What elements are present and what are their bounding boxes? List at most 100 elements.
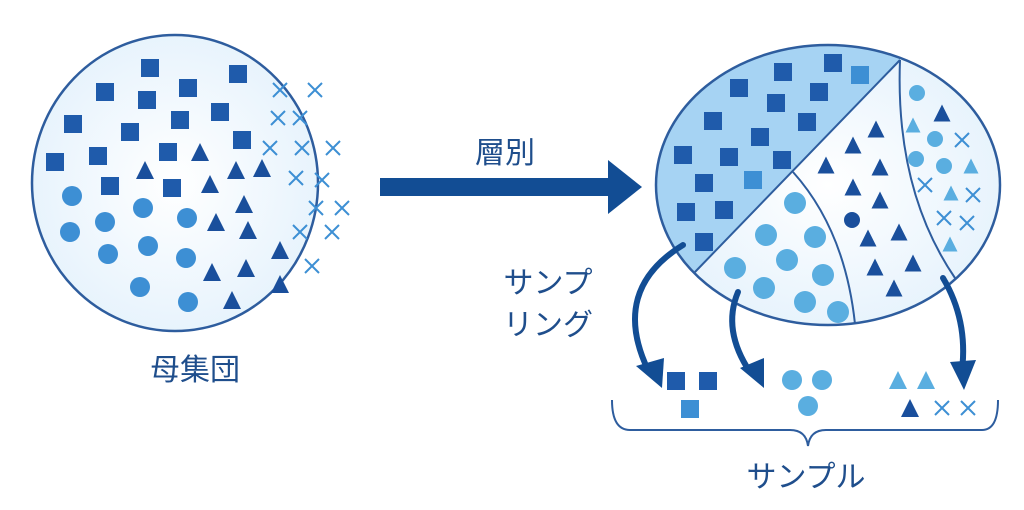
square-marker bbox=[824, 54, 842, 72]
circle-marker bbox=[909, 85, 925, 101]
stratum-divider bbox=[792, 171, 856, 325]
square-marker bbox=[179, 79, 197, 97]
circle-marker bbox=[936, 158, 952, 174]
cross-marker bbox=[262, 140, 278, 156]
circle-marker bbox=[95, 212, 115, 232]
triangle-marker bbox=[890, 223, 908, 241]
circle-marker bbox=[60, 222, 80, 242]
stratum-divider bbox=[898, 59, 956, 279]
square-marker bbox=[101, 177, 119, 195]
triangle-marker bbox=[901, 399, 919, 417]
triangle-marker bbox=[271, 241, 289, 259]
population-label: 母集団 bbox=[150, 353, 240, 388]
square-marker bbox=[851, 66, 869, 84]
square-marker bbox=[64, 115, 82, 133]
circle-marker bbox=[782, 370, 802, 390]
square-marker bbox=[798, 113, 816, 131]
square-marker bbox=[211, 103, 229, 121]
triangle-marker bbox=[201, 175, 219, 193]
square-marker bbox=[699, 372, 717, 390]
square-marker bbox=[667, 372, 685, 390]
square-marker bbox=[233, 131, 251, 149]
square-marker bbox=[810, 83, 828, 101]
triangle-marker bbox=[844, 136, 862, 154]
circle-marker bbox=[178, 292, 198, 312]
cross-marker bbox=[325, 140, 341, 156]
sampling-label-line2: リング bbox=[503, 308, 593, 343]
triangle-marker bbox=[885, 279, 903, 297]
square-marker bbox=[677, 203, 695, 221]
circle-marker bbox=[755, 224, 777, 246]
square-marker bbox=[89, 147, 107, 165]
square-marker bbox=[774, 63, 792, 81]
square-marker bbox=[96, 83, 114, 101]
square-marker bbox=[46, 153, 64, 171]
circle-marker bbox=[812, 370, 832, 390]
cross-marker bbox=[324, 224, 340, 240]
circle-marker bbox=[908, 151, 924, 167]
cross-marker bbox=[270, 110, 286, 126]
square-marker bbox=[751, 128, 769, 146]
arrowhead bbox=[950, 360, 976, 390]
square-marker bbox=[681, 400, 699, 418]
triangle-marker bbox=[239, 221, 257, 239]
square-marker bbox=[773, 151, 791, 169]
cross-marker bbox=[917, 177, 933, 193]
triangle-marker bbox=[271, 275, 289, 293]
triangle-marker bbox=[871, 191, 889, 209]
sampling-arrows bbox=[632, 242, 967, 375]
cross-marker bbox=[292, 110, 308, 126]
arrowhead bbox=[636, 358, 664, 388]
triangle-marker bbox=[867, 120, 885, 138]
square-marker bbox=[715, 201, 733, 219]
cross-marker bbox=[954, 132, 970, 148]
square-marker bbox=[730, 79, 748, 97]
triangle-marker bbox=[942, 236, 958, 252]
cross-marker bbox=[294, 140, 310, 156]
sample-label: サンプル bbox=[746, 460, 866, 495]
square-marker bbox=[695, 174, 713, 192]
circle-marker bbox=[776, 249, 798, 271]
square-marker bbox=[229, 65, 247, 83]
stratified-population-ellipse bbox=[654, 43, 1002, 327]
circle-marker bbox=[130, 277, 150, 297]
square-marker bbox=[674, 146, 692, 164]
square-marker bbox=[138, 91, 156, 109]
sample-brace bbox=[611, 399, 999, 447]
triangle-marker bbox=[871, 158, 889, 176]
stratify-label: 層別 bbox=[475, 136, 535, 171]
square-marker bbox=[163, 179, 181, 197]
circle-marker bbox=[62, 186, 82, 206]
triangle-marker bbox=[203, 263, 221, 281]
square-marker bbox=[121, 123, 139, 141]
triangle-marker bbox=[223, 291, 241, 309]
cross-marker bbox=[965, 187, 981, 203]
stratify-arrow bbox=[380, 160, 642, 214]
cross-marker bbox=[959, 215, 975, 231]
triangle-marker bbox=[253, 159, 271, 177]
triangle-marker bbox=[866, 258, 884, 276]
square-marker bbox=[720, 148, 738, 166]
stratum-squares-region bbox=[656, 45, 900, 290]
triangle-marker bbox=[889, 371, 907, 389]
circle-marker bbox=[753, 277, 775, 299]
square-marker bbox=[141, 59, 159, 77]
circle-marker bbox=[844, 212, 860, 228]
triangle-marker bbox=[235, 195, 253, 213]
sampling-label-line1: サンプ bbox=[503, 266, 593, 301]
circle-marker bbox=[798, 396, 818, 416]
circle-marker bbox=[927, 131, 943, 147]
circle-marker bbox=[177, 208, 197, 228]
square-marker bbox=[695, 233, 713, 251]
triangle-marker bbox=[943, 185, 959, 201]
triangle-marker bbox=[905, 117, 921, 133]
circle-marker bbox=[724, 257, 746, 279]
circle-marker bbox=[827, 301, 849, 323]
stratum-divider bbox=[694, 59, 901, 273]
circle-marker bbox=[133, 198, 153, 218]
circle-marker bbox=[784, 192, 806, 214]
cross-marker bbox=[936, 210, 952, 226]
circle-marker bbox=[794, 291, 816, 313]
triangle-marker bbox=[227, 161, 245, 179]
circle-marker bbox=[98, 244, 118, 264]
